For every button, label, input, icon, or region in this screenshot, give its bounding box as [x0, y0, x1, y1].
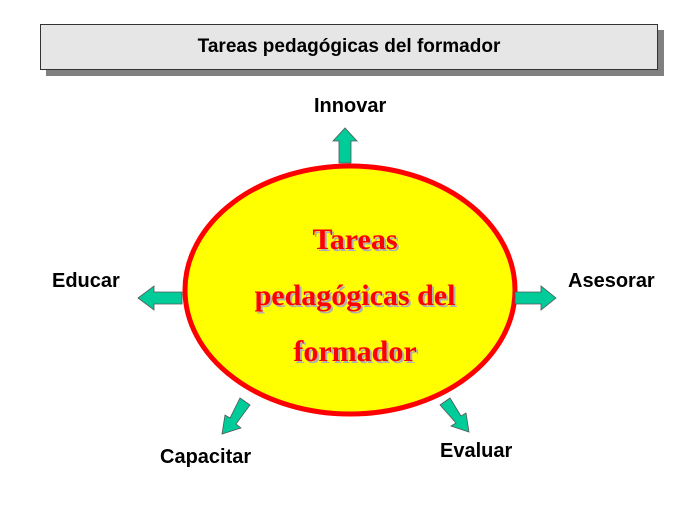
- title-box: Tareas pedagógicas del formador: [40, 24, 658, 70]
- central-label: Tareas pedagógicas del formador: [210, 212, 500, 380]
- task-asesorar: Asesorar: [568, 270, 655, 292]
- arrow-down-left-icon: [221, 397, 251, 435]
- arrow-up-icon: [332, 127, 358, 164]
- task-capacitar: Capacitar: [160, 446, 252, 468]
- task-innovar: Innovar: [314, 95, 387, 117]
- arrow-down-right-icon: [439, 397, 470, 433]
- central-label-line1: Tareas: [312, 223, 398, 256]
- central-label-line3: formador: [293, 335, 417, 368]
- task-evaluar: Evaluar: [440, 440, 513, 462]
- central-ellipse: [182, 163, 518, 417]
- central-label-line2: pedagógicas del: [254, 279, 456, 312]
- title-text: Tareas pedagógicas del formador: [197, 36, 501, 57]
- task-educar: Educar: [52, 270, 120, 292]
- arrow-right-icon: [514, 285, 557, 311]
- arrow-left-icon: [137, 285, 183, 311]
